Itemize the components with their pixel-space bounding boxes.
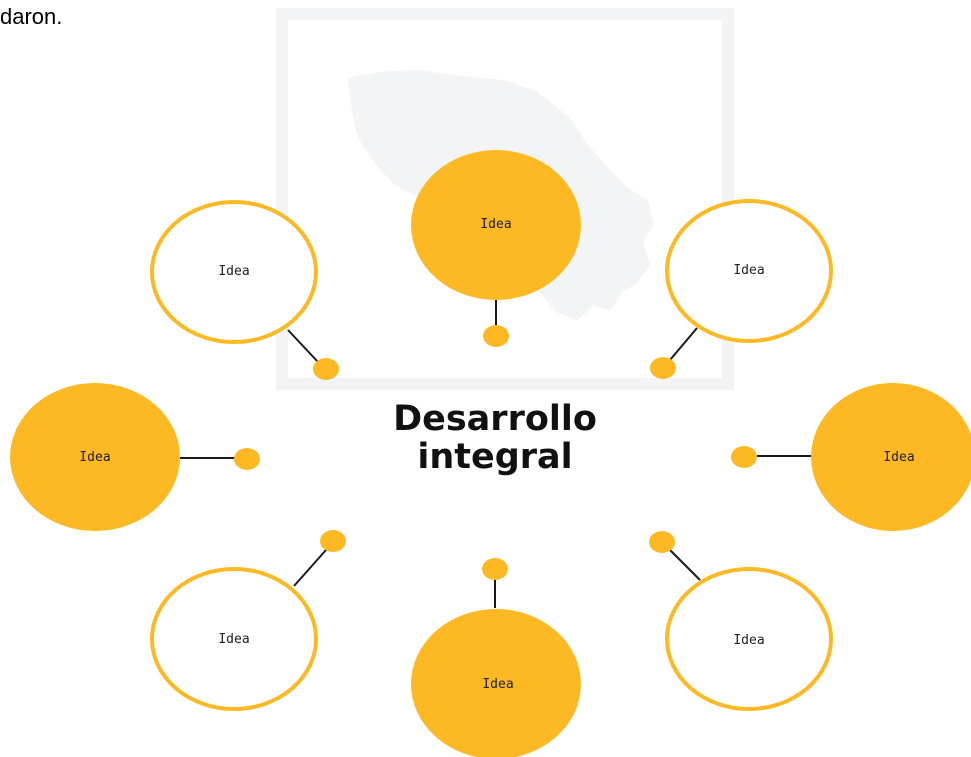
idea-label-top: Idea bbox=[480, 217, 512, 232]
connector-dot bbox=[313, 358, 339, 380]
central-topic-line-1: Desarrollo bbox=[393, 399, 597, 439]
connector-dot bbox=[482, 558, 508, 580]
idea-node-top-right bbox=[665, 199, 833, 343]
idea-label-bottom-left: Idea bbox=[218, 632, 250, 647]
connector-dot bbox=[320, 530, 346, 552]
idea-node-bottom bbox=[411, 609, 581, 757]
idea-node-top bbox=[411, 150, 581, 300]
idea-label-right: Idea bbox=[883, 450, 915, 465]
idea-node-top-left bbox=[150, 200, 318, 344]
connector-line bbox=[669, 549, 701, 581]
idea-node-bottom-left bbox=[150, 567, 318, 711]
connector-dot bbox=[650, 357, 676, 379]
idea-node-right bbox=[811, 383, 971, 531]
idea-node-left bbox=[10, 383, 180, 531]
top-text-fragment: daron. bbox=[0, 4, 63, 29]
idea-label-left: Idea bbox=[79, 450, 111, 465]
connector-dot bbox=[234, 448, 260, 470]
central-topic: Desarrollo integral bbox=[340, 400, 650, 476]
connector-dot bbox=[731, 446, 757, 468]
connector-line bbox=[293, 549, 327, 587]
idea-node-bottom-right bbox=[665, 567, 833, 711]
idea-label-top-right: Idea bbox=[733, 263, 765, 278]
idea-label-bottom: Idea bbox=[482, 677, 514, 692]
connector-dot bbox=[649, 531, 675, 553]
connector-dot bbox=[483, 325, 509, 347]
idea-label-bottom-right: Idea bbox=[733, 633, 765, 648]
connector-line bbox=[669, 327, 698, 361]
connector-line bbox=[287, 329, 319, 363]
central-topic-line-2: integral bbox=[417, 437, 573, 477]
idea-label-top-left: Idea bbox=[218, 264, 250, 279]
